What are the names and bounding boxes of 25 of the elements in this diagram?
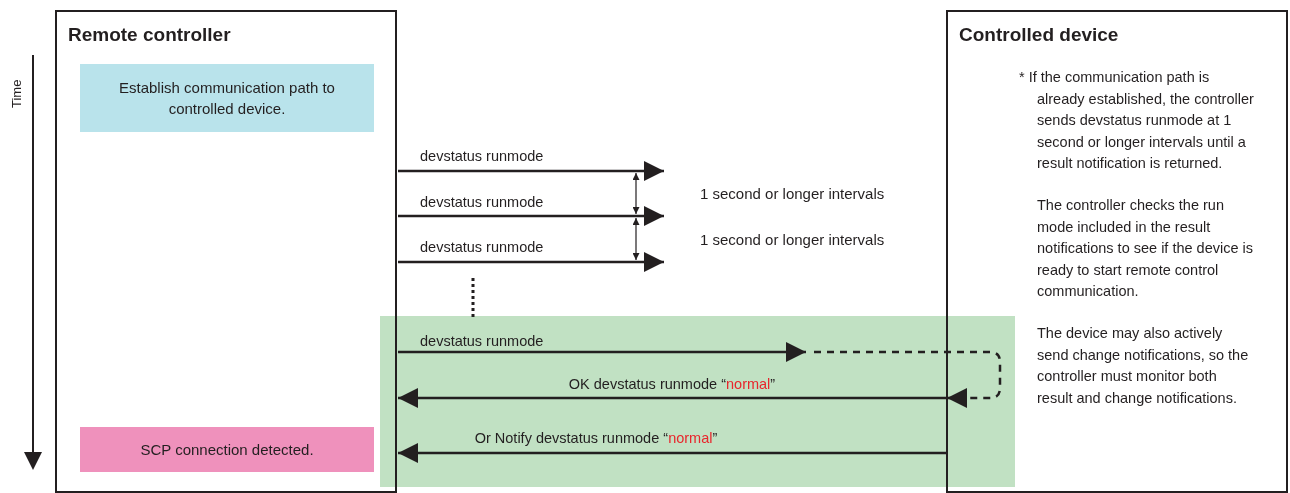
note-text: * If the communication path is already established, the controller sends devstatus runmode at 1 second or longer intervals until a result notification is returned. <box>1019 68 1255 173</box>
interval-label: 1 second or longer intervals <box>700 185 885 202</box>
edge-label: devstatus runmode <box>420 194 544 211</box>
arrow <box>814 350 1002 408</box>
lane-heading: Controlled device <box>959 24 1119 46</box>
note-text: The controller checks the run mode included in the result notifications to see if the device is ready to start remote control communication. <box>1037 196 1254 301</box>
note-text: The device may also actively send change notifications, so the controller must monitor both result and change notifications. <box>1037 324 1250 408</box>
edge-label: devstatus runmode <box>420 333 544 350</box>
edge-label: devstatus runmode <box>420 148 544 165</box>
arrow <box>398 161 664 181</box>
process-box: SCP connection detected. <box>80 427 374 472</box>
process-box: Establish communication path to controlled device. <box>80 64 374 132</box>
axis-label: Time <box>8 79 25 108</box>
interval-label: 1 second or longer intervals <box>700 231 885 248</box>
arrow <box>398 388 947 408</box>
arrow <box>398 206 664 226</box>
lane-heading: Remote controller <box>68 24 231 46</box>
arrow <box>398 443 947 463</box>
arrow <box>398 342 806 362</box>
lifeline-box <box>946 10 1288 493</box>
edge-label: OK devstatus runmode “normal” <box>568 376 776 393</box>
lifeline-box <box>55 10 397 493</box>
edge-label: Or Notify devstatus runmode “normal” <box>474 430 718 447</box>
arrow <box>398 252 664 272</box>
edge-label: devstatus runmode <box>420 239 544 256</box>
